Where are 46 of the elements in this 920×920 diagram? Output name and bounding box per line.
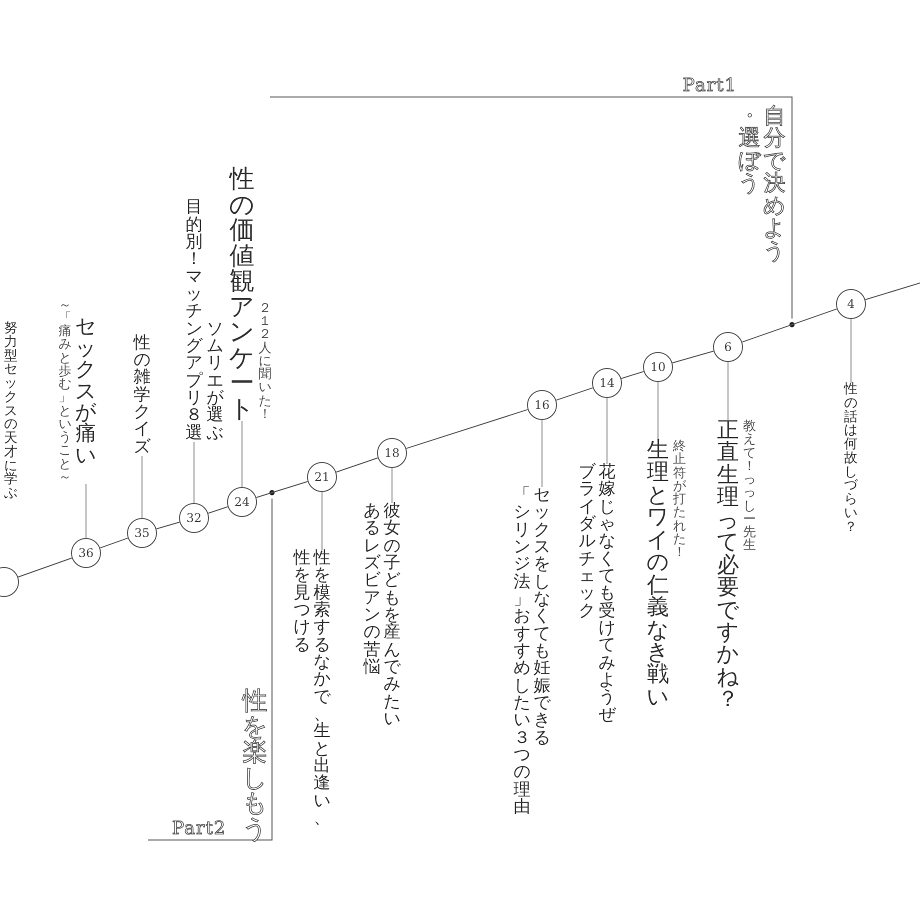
section-heading: 性を楽しもう bbox=[242, 688, 268, 841]
timeline-line bbox=[672, 350, 714, 364]
article-subtitle: 努力型セックスの天才に学ぶ bbox=[4, 322, 18, 501]
article-title: 正直生理って必要ですかね？ bbox=[716, 420, 740, 712]
article-subtitle: 終止符が打たれた！ bbox=[672, 440, 686, 560]
article-subtitle: ～「痛みと歩む」ということ～ bbox=[58, 298, 72, 484]
timeline-line bbox=[864, 282, 920, 300]
page-number-circle: 16 bbox=[527, 390, 557, 420]
article-subtitle: ２１２人に聞いた！ bbox=[258, 302, 272, 421]
page-number-circle: 24 bbox=[227, 487, 257, 517]
timeline-line bbox=[208, 506, 228, 514]
article-title: 彼女の子どもを産んでみたいあるレズビアンの苦悩 bbox=[363, 503, 401, 728]
article-title: 花嫁じゃなくても受けてみようぜブライダルチェック bbox=[578, 464, 616, 724]
article-title: セックスをしなくても妊娠できる「シリンジ法」おすすめしたい３つの理由 bbox=[513, 487, 551, 816]
page-number-circle: 18 bbox=[377, 438, 407, 468]
timeline-line bbox=[100, 538, 128, 548]
page-number-circle: 21 bbox=[307, 462, 337, 492]
article-title: 性の価値観アンケート bbox=[229, 166, 255, 421]
part-label: Part1 bbox=[682, 77, 737, 95]
article-title: セックスが痛い bbox=[75, 316, 97, 466]
article-title: 性を模索するなかで、生と出逢い、性を見つける bbox=[293, 550, 331, 828]
page-number-circle: 6 bbox=[713, 332, 743, 362]
timeline-line bbox=[336, 457, 378, 473]
article-subtitle: 教えて！っっしー先生 bbox=[742, 420, 756, 552]
timeline-line bbox=[256, 480, 308, 498]
article-title: 目的別！マッチングアプリ８選 bbox=[185, 199, 203, 442]
timeline-line bbox=[742, 308, 838, 343]
timeline-line bbox=[156, 522, 180, 530]
article-title: 性の雑学クイズ bbox=[133, 334, 151, 456]
page-number-circle: 10 bbox=[643, 352, 673, 382]
page-number-circle: 14 bbox=[592, 368, 622, 398]
leader-line bbox=[850, 318, 852, 384]
timeline-line bbox=[406, 409, 528, 449]
page-number-circle: 36 bbox=[71, 538, 101, 568]
part-label: Part2 bbox=[172, 820, 226, 838]
article-subtitle: ソムリエが選ぶ bbox=[206, 320, 224, 442]
leader-line bbox=[606, 398, 608, 464]
section-heading: 自分で決めよう・選ぼう bbox=[738, 106, 786, 264]
page-number-circle: 35 bbox=[127, 518, 157, 548]
page-number-circle: 4 bbox=[836, 289, 866, 319]
page-number-circle: 32 bbox=[179, 503, 209, 533]
article-title: 性の話は何故しづらい？ bbox=[844, 383, 858, 534]
article-title: 生理とワイの仁義なき戦い bbox=[646, 440, 670, 710]
timeline-line bbox=[18, 558, 72, 578]
timeline-line bbox=[620, 371, 644, 379]
timeline-line bbox=[556, 387, 594, 401]
